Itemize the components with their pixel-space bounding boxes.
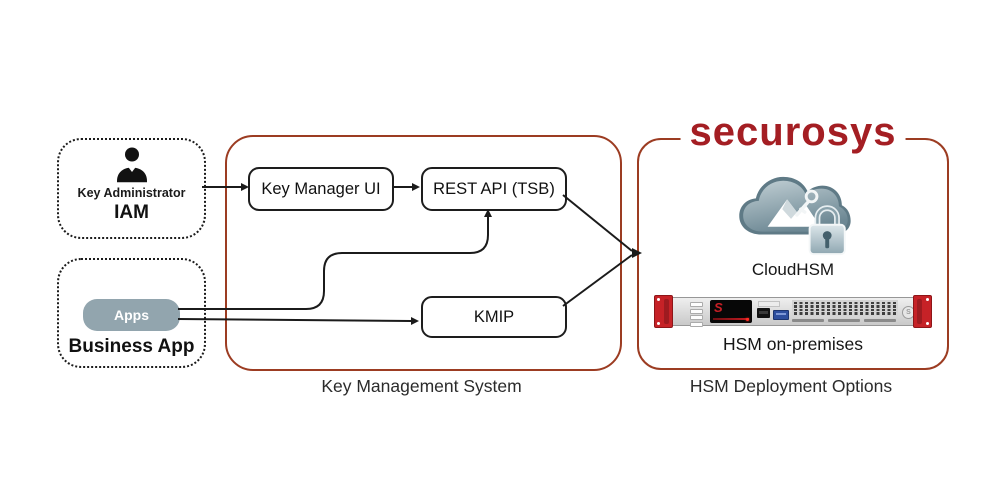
rack-ear-right [913,295,932,328]
padlock-shape [808,205,846,256]
hsm-on-premises-label: HSM on-premises [722,334,864,354]
key-manager-ui-node: Key Manager UI [248,167,394,211]
apps-pill: Apps [83,299,180,331]
rack-ear-left [654,295,673,328]
appliance-badge-icon: S [902,306,915,319]
appliance-usb-port-icon [773,310,789,320]
key-management-system-label: Key Management System [321,376,522,396]
kmip-node: KMIP [421,296,567,338]
key-shape [795,189,819,217]
appliance-led-panel [690,302,703,328]
rest-api-tsb-node: REST API (TSB) [421,167,567,211]
hsm-appliance-image: S S [654,294,932,328]
appliance-vent-grille [792,300,898,316]
appliance-port-icon [757,308,770,318]
cloudhsm-label: CloudHSM [751,260,835,279]
key-administrator-box: Key Administrator IAM [57,138,206,239]
appliance-screen-brand: S [714,300,723,315]
business-app-box: Apps Business App [57,258,206,368]
business-app-label: Business App [68,336,195,357]
iam-label: IAM [114,202,149,223]
securosys-logo: securosys [680,111,906,153]
hsm-deployment-box: securosys [637,111,949,370]
person-icon [112,144,152,186]
cloud-lock-icon [734,172,852,258]
hsm-deployment-options-label: HSM Deployment Options [689,376,893,396]
key-administrator-label: Key Administrator [77,186,186,200]
appliance-label-chip [758,301,780,307]
appliance-screen: S [710,300,752,323]
appliance-chassis: S S [669,297,917,328]
